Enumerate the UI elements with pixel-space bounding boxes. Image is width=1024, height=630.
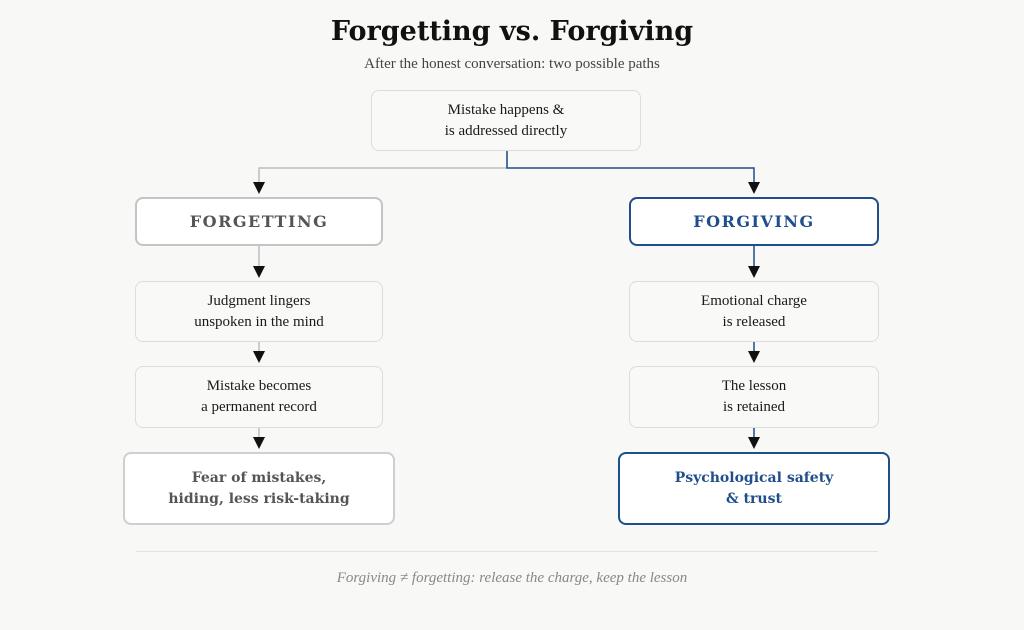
- forgiving-outcome-node: Psychological safety & trust: [618, 452, 890, 525]
- forgiving-heading-node: FORGIVING: [629, 197, 879, 246]
- forgiving-step-1-node: Emotional charge is released: [629, 281, 879, 342]
- forgetting-step-2-node: Mistake becomes a permanent record: [135, 366, 383, 428]
- arrowhead-left-2: [253, 351, 265, 363]
- connector-root-to-forgetting: [258, 151, 508, 184]
- forgetting-heading-label: FORGETTING: [189, 212, 329, 231]
- forgetting-outcome-line-2: hiding, less risk-taking: [168, 490, 350, 507]
- arrowhead-left-1: [253, 266, 265, 278]
- forgiving-outcome-line-2: & trust: [726, 490, 782, 507]
- forgiving-step-2-node: The lesson is retained: [629, 366, 879, 428]
- forgetting-step-2-line-1: Mistake becomes: [206, 378, 312, 394]
- footer-divider: [136, 551, 878, 552]
- arrowhead-left-3: [253, 437, 265, 449]
- forgetting-outcome-line-1: Fear of mistakes,: [191, 469, 327, 486]
- forgiving-step-2-line-1: The lesson: [721, 378, 787, 394]
- forgetting-step-1-node: Judgment lingers unspoken in the mind: [135, 281, 383, 342]
- forgetting-heading-node: FORGETTING: [135, 197, 383, 246]
- forgiving-outcome-line-1: Psychological safety: [674, 469, 834, 486]
- root-node-line-2: is addressed directly: [444, 122, 568, 139]
- diagram-subtitle: After the honest conversation: two possi…: [364, 56, 660, 72]
- forgetting-step-2-line-2: a permanent record: [201, 399, 317, 415]
- diagram-title: Forgetting vs. Forgiving: [330, 16, 694, 47]
- forgetting-step-1-line-2: unspoken in the mind: [194, 313, 324, 330]
- connector-root-to-forgiving: [506, 151, 755, 184]
- arrowhead-forgiving: [748, 182, 760, 194]
- arrowhead-right-2: [748, 351, 760, 363]
- root-node: Mistake happens & is addressed directly: [371, 90, 641, 151]
- footer-note: Forgiving ≠ forgetting: release the char…: [336, 570, 688, 586]
- root-node-line-1: Mistake happens &: [447, 101, 565, 118]
- forgiving-step-2-line-2: is retained: [722, 399, 786, 415]
- forgiving-step-1-line-1: Emotional charge: [701, 292, 807, 309]
- forgetting-step-1-line-1: Judgment lingers: [207, 292, 311, 309]
- arrowhead-right-1: [748, 266, 760, 278]
- arrowhead-forgetting: [253, 182, 265, 194]
- arrowhead-right-3: [748, 437, 760, 449]
- forgiving-step-1-line-2: is released: [722, 313, 786, 330]
- forgiving-heading-label: FORGIVING: [693, 212, 815, 231]
- forgetting-outcome-node: Fear of mistakes, hiding, less risk-taki…: [123, 452, 395, 525]
